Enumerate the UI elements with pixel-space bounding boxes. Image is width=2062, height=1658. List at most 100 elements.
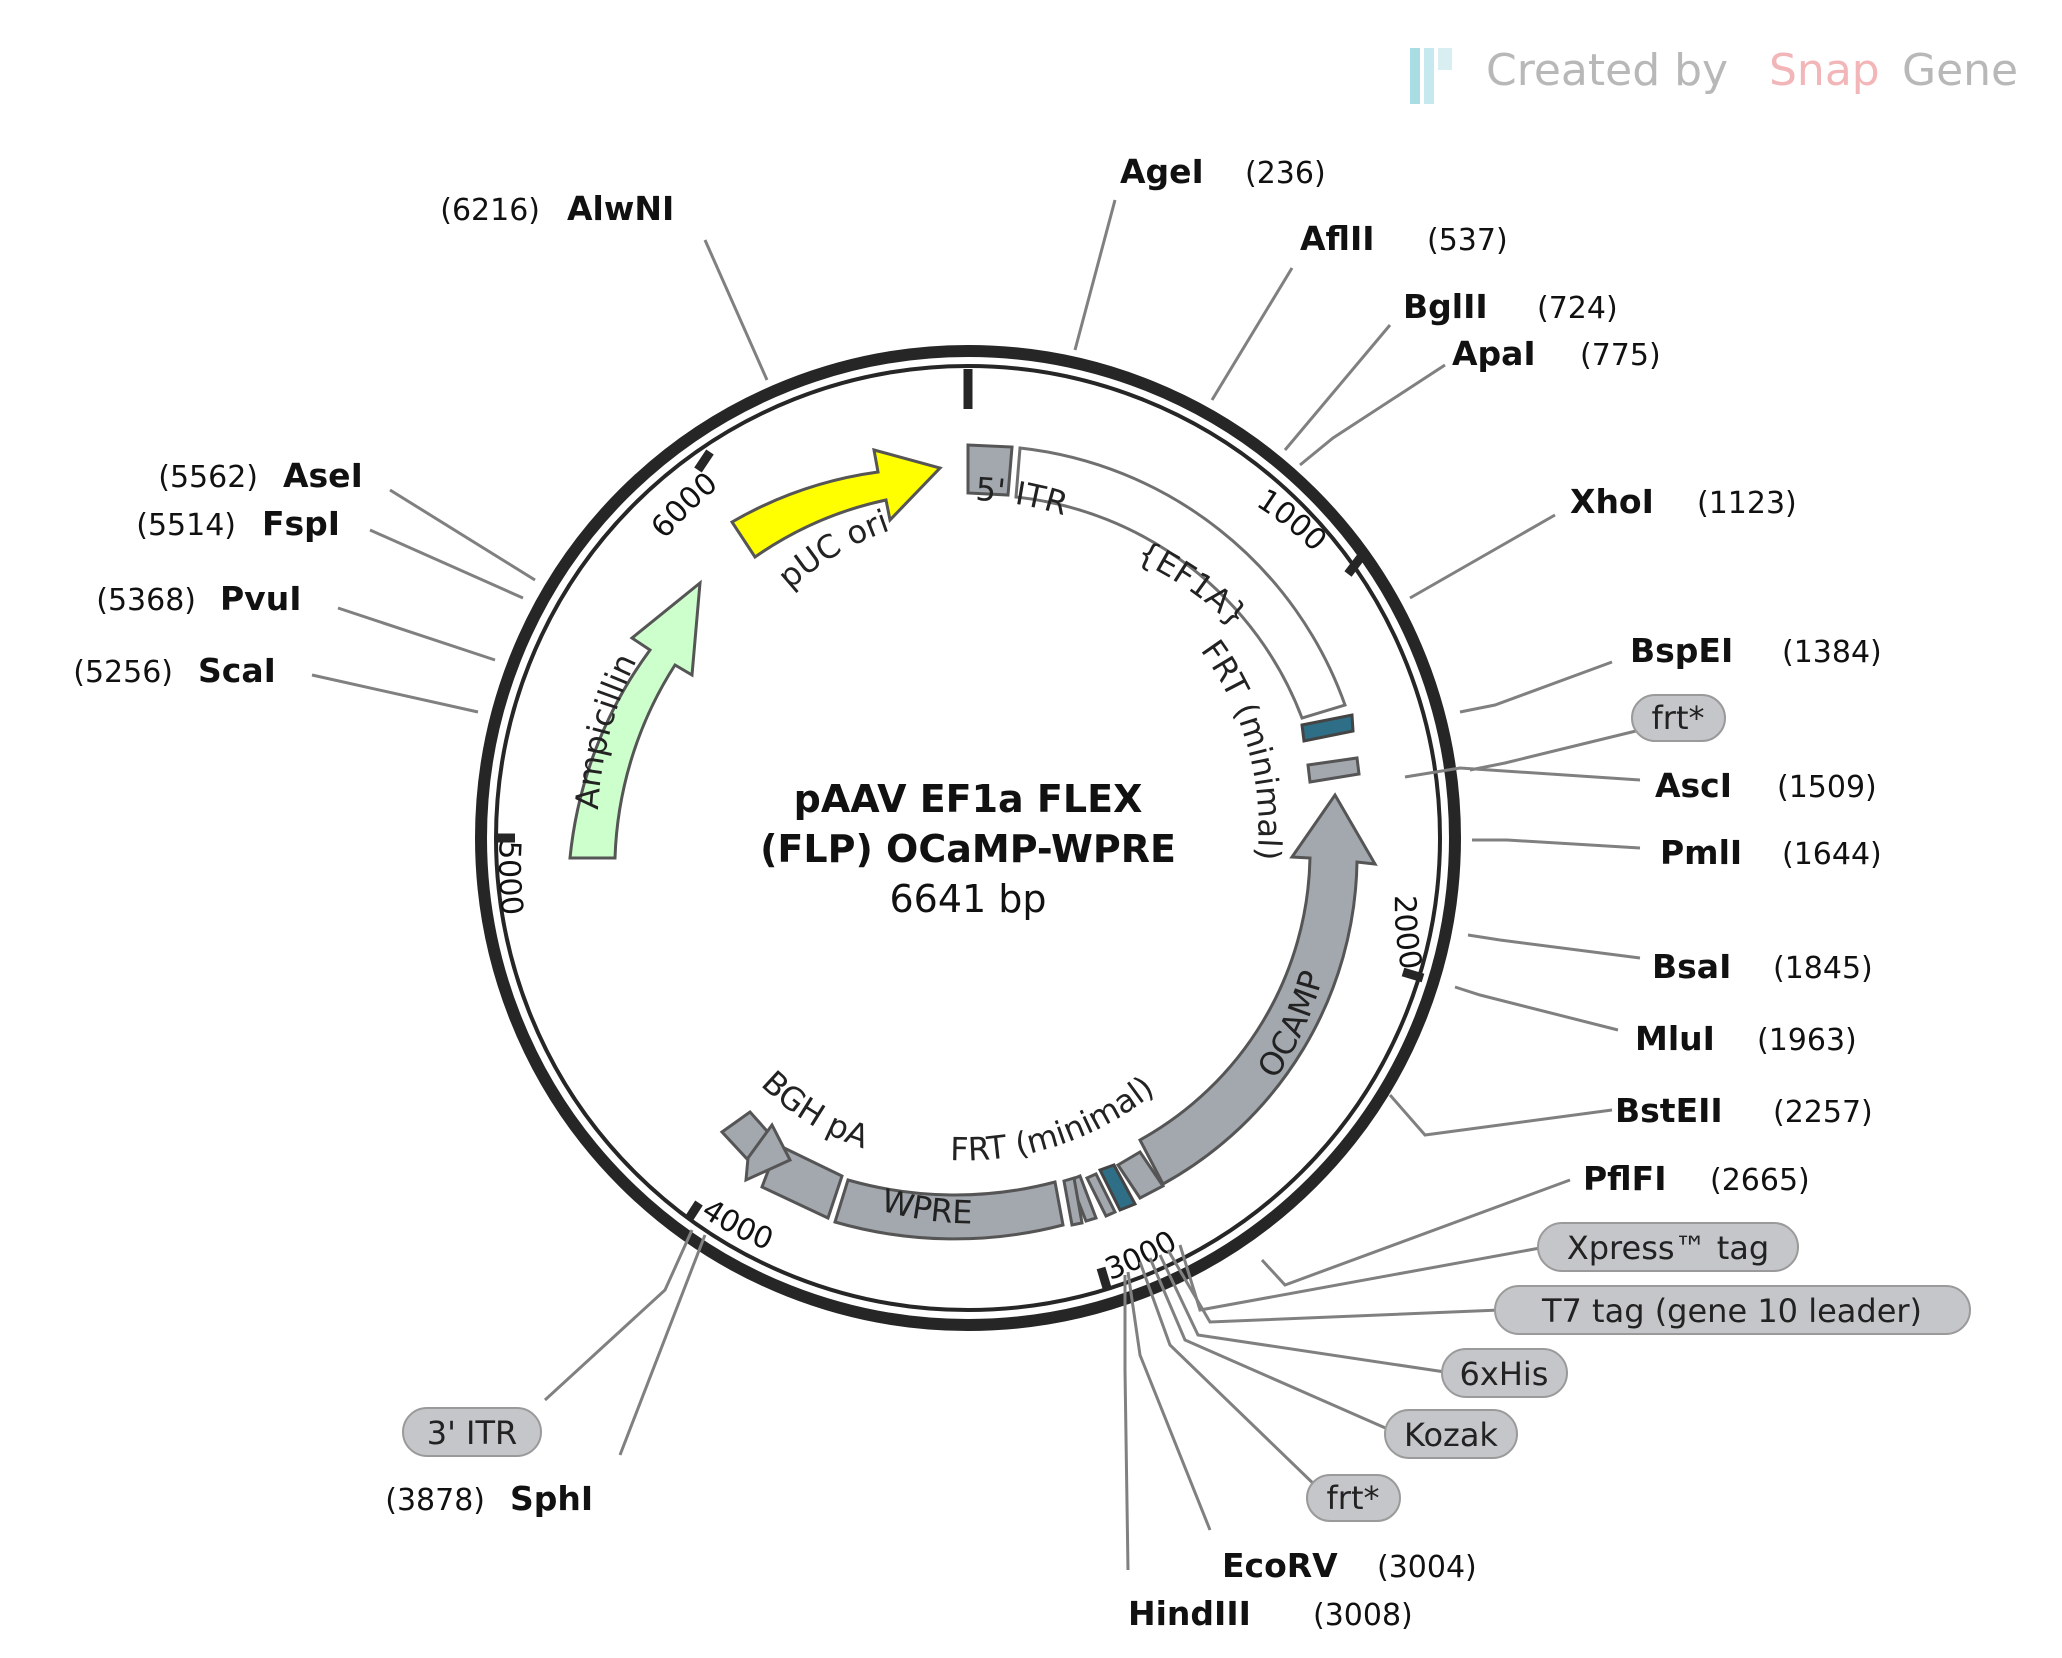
leader-kozak bbox=[1148, 1257, 1391, 1432]
leader-frt-bottom bbox=[1138, 1261, 1322, 1492]
leader-ecorv bbox=[1126, 1271, 1212, 1531]
snapgene-logo-icon bbox=[1410, 48, 1452, 104]
enzyme-fspi[interactable]: (5514) FspI bbox=[136, 504, 340, 543]
feature-bgh-arrow-b[interactable] bbox=[744, 1122, 793, 1183]
feature-ampicillin[interactable] bbox=[568, 579, 702, 860]
enzyme-labels: (6216) AlwNI AgeI (236) AflII (537) BglI… bbox=[73, 152, 1882, 1633]
enzyme-bspei-pos: (1384) bbox=[1782, 635, 1882, 670]
tag-frt-top-pill bbox=[1631, 694, 1726, 742]
leader-bsai bbox=[1467, 933, 1641, 960]
enzyme-agei[interactable]: AgeI (236) bbox=[1120, 152, 1326, 191]
enzyme-bglii-name: BglII bbox=[1403, 287, 1488, 326]
enzyme-bsteii-name: BstEII bbox=[1615, 1091, 1723, 1130]
tag-6xhis[interactable]: 6xHis bbox=[1441, 1348, 1568, 1398]
enzyme-bsai-pos: (1845) bbox=[1773, 951, 1873, 986]
tag-t7[interactable]: T7 tag (gene 10 leader) bbox=[1494, 1285, 1971, 1335]
tag-frt-bottom[interactable]: frt* bbox=[1306, 1474, 1401, 1522]
enzyme-bspei[interactable]: BspEI (1384) bbox=[1630, 631, 1882, 670]
enzyme-pflfi-name: PflFI bbox=[1583, 1159, 1666, 1198]
tag-labels: frt* Xpress™ tag T7 tag (gene 10 leader)… bbox=[402, 694, 1971, 1522]
enzyme-bsai-name: BsaI bbox=[1652, 947, 1731, 986]
label-frt-minimal-bottom: FRT (minimal) bbox=[950, 1068, 1161, 1168]
enzyme-pmli-pos: (1644) bbox=[1782, 837, 1882, 872]
enzyme-asei[interactable]: (5562) AseI bbox=[158, 456, 363, 495]
enzyme-sphi[interactable]: (3878) SphI bbox=[385, 1479, 593, 1518]
tick-6000 bbox=[694, 449, 714, 473]
leader-bspei bbox=[1459, 660, 1613, 714]
watermark-created-by: Created by bbox=[1486, 45, 1728, 96]
leader-6xhis bbox=[1158, 1254, 1446, 1374]
enzyme-sphi-name: SphI bbox=[510, 1479, 593, 1518]
feature-puc-ori[interactable] bbox=[729, 447, 943, 560]
enzyme-bsteii-pos: (2257) bbox=[1773, 1095, 1873, 1130]
enzyme-agei-name: AgeI bbox=[1120, 152, 1204, 191]
enzyme-xhoi-pos: (1123) bbox=[1697, 486, 1797, 521]
leader-pvui bbox=[337, 606, 496, 662]
enzyme-bsteii[interactable]: BstEII (2257) bbox=[1615, 1091, 1873, 1130]
feature-5itr[interactable] bbox=[966, 443, 1014, 497]
tag-frt-bottom-text: frt* bbox=[1327, 1479, 1380, 1517]
tag-6xhis-pill bbox=[1441, 1348, 1568, 1398]
feature-segment-wpre-end[interactable] bbox=[1062, 1176, 1084, 1227]
feature-ef1a[interactable] bbox=[1014, 446, 1347, 720]
enzyme-scai[interactable]: (5256) ScaI bbox=[73, 651, 276, 690]
enzyme-xhoi[interactable]: XhoI (1123) bbox=[1570, 482, 1797, 521]
tag-xpress[interactable]: Xpress™ tag bbox=[1537, 1222, 1799, 1272]
enzyme-bglii[interactable]: BglII (724) bbox=[1403, 287, 1618, 326]
enzyme-bsai[interactable]: BsaI (1845) bbox=[1652, 947, 1873, 986]
tag-t7-text: T7 tag (gene 10 leader) bbox=[1541, 1292, 1922, 1330]
enzyme-apai-pos: (775) bbox=[1580, 338, 1661, 373]
enzyme-scai-pos: (5256) bbox=[73, 655, 173, 690]
plasmid-name-line2: (FLP) OCaMP-WPRE bbox=[760, 827, 1176, 871]
enzyme-bglii-pos: (724) bbox=[1537, 291, 1618, 326]
enzyme-hindiii[interactable]: HindIII (3008) bbox=[1128, 1594, 1413, 1633]
enzyme-asci-pos: (1509) bbox=[1777, 770, 1877, 805]
tag-frt-top[interactable]: frt* bbox=[1631, 694, 1726, 742]
feature-wpre[interactable] bbox=[833, 1178, 1065, 1241]
tag-6xhis-text: 6xHis bbox=[1460, 1355, 1549, 1393]
label-frt-minimal-right: FRT (minimal) bbox=[1193, 633, 1288, 862]
tag-frt-bottom-pill bbox=[1306, 1474, 1401, 1522]
tag-kozak[interactable]: Kozak bbox=[1384, 1409, 1518, 1459]
plasmid-title: pAAV EF1a FLEX (FLP) OCaMP-WPRE 6641 bp bbox=[760, 777, 1176, 921]
feature-ocamp[interactable] bbox=[1137, 792, 1378, 1187]
enzyme-pmli[interactable]: PmlI (1644) bbox=[1660, 833, 1882, 872]
snapgene-watermark: Created by Snap Gene bbox=[1410, 45, 2018, 104]
enzyme-apai[interactable]: ApaI (775) bbox=[1452, 334, 1661, 373]
tick-4000 bbox=[684, 1200, 703, 1223]
tag-xpress-pill bbox=[1537, 1222, 1799, 1272]
enzyme-ecorv[interactable]: EcoRV (3004) bbox=[1222, 1546, 1477, 1585]
leader-fspi bbox=[369, 528, 524, 600]
leader-scai bbox=[311, 673, 479, 714]
feature-frt-right-teal[interactable] bbox=[1300, 713, 1355, 743]
enzyme-mlui-name: MluI bbox=[1635, 1019, 1715, 1058]
enzyme-xhoi-name: XhoI bbox=[1570, 482, 1654, 521]
plasmid-name-line1: pAAV EF1a FLEX bbox=[794, 777, 1143, 821]
enzyme-alwni[interactable]: (6216) AlwNI bbox=[440, 189, 674, 228]
enzyme-ecorv-name: EcoRV bbox=[1222, 1546, 1338, 1585]
enzyme-sphi-pos: (3878) bbox=[385, 1483, 485, 1518]
tick-2000 bbox=[1401, 967, 1425, 983]
tag-kozak-pill bbox=[1384, 1409, 1518, 1459]
enzyme-pvui-pos: (5368) bbox=[96, 583, 196, 618]
enzyme-agei-pos: (236) bbox=[1245, 156, 1326, 191]
enzyme-ecorv-pos: (3004) bbox=[1377, 1550, 1477, 1585]
leader-xhoi bbox=[1409, 513, 1556, 600]
tag-xpress-text: Xpress™ tag bbox=[1567, 1229, 1769, 1267]
feature-segment-a[interactable] bbox=[1115, 1149, 1166, 1200]
tick-1000 bbox=[1344, 554, 1365, 577]
enzyme-pflfi[interactable]: PflFI (2665) bbox=[1583, 1159, 1810, 1198]
feature-frt-bottom-teal[interactable] bbox=[1097, 1163, 1138, 1212]
enzyme-aflii[interactable]: AflII (537) bbox=[1300, 219, 1508, 258]
tag-t7-pill bbox=[1494, 1285, 1971, 1335]
tag-3itr-text: 3' ITR bbox=[427, 1414, 518, 1452]
enzyme-hindiii-name: HindIII bbox=[1128, 1594, 1251, 1633]
leader-alwni bbox=[703, 239, 769, 381]
tag-3itr[interactable]: 3' ITR bbox=[402, 1407, 542, 1457]
feature-frt-right-gray[interactable] bbox=[1306, 756, 1361, 784]
enzyme-mlui[interactable]: MluI (1963) bbox=[1635, 1019, 1857, 1058]
enzyme-pvui[interactable]: (5368) PvuI bbox=[96, 579, 301, 618]
enzyme-asci[interactable]: AscI (1509) bbox=[1655, 766, 1877, 805]
feature-segment-b[interactable] bbox=[1084, 1172, 1118, 1218]
